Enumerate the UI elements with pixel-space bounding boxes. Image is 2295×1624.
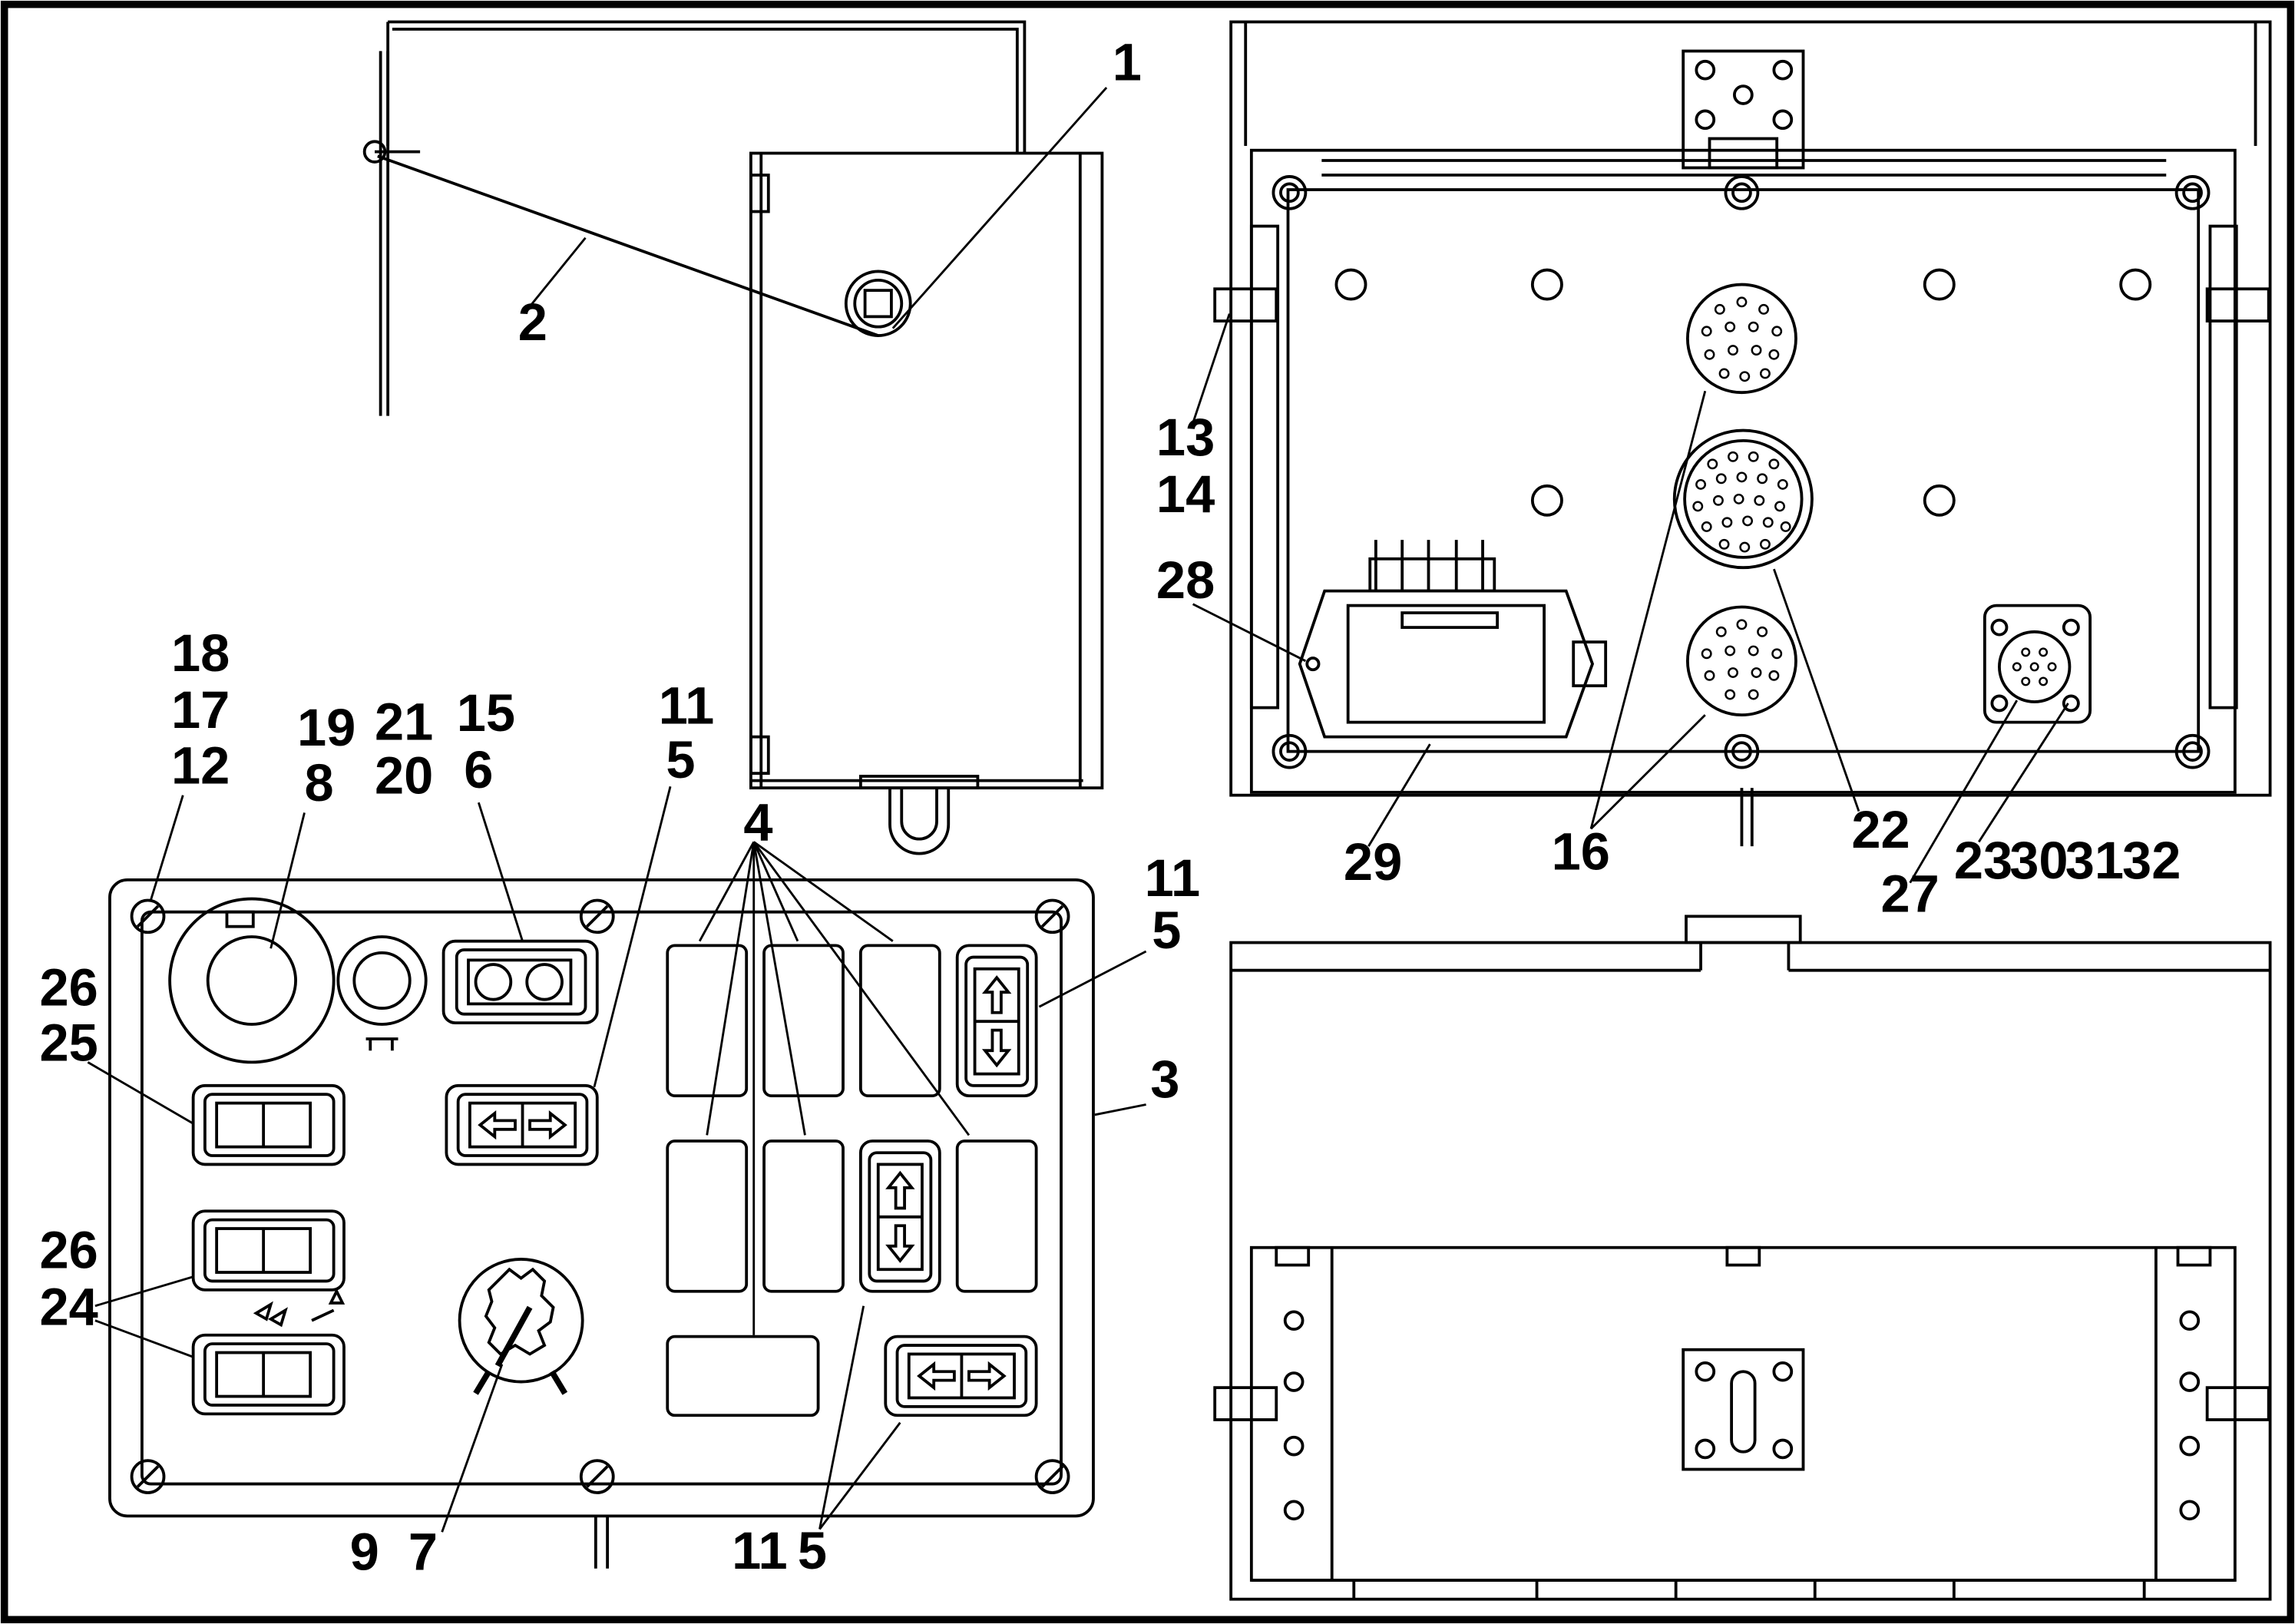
lid-view-bottom-right	[1213, 915, 2272, 1601]
callout-17: 17	[171, 680, 230, 739]
callout-24: 24	[39, 1278, 98, 1337]
callout-27: 27	[1881, 865, 1940, 924]
connector-top	[1686, 283, 1797, 395]
callout-25: 25	[39, 1014, 98, 1073]
callout-11-upper: 11	[659, 676, 715, 736]
callout-30: 30	[2009, 831, 2068, 890]
connector-bottom	[1686, 605, 1797, 717]
callout-21: 21	[375, 693, 433, 752]
callout-11-right: 11	[1145, 848, 1201, 908]
callout-12: 12	[171, 736, 230, 795]
callout-5-upper: 5	[666, 730, 695, 789]
callout-4: 4	[743, 793, 772, 852]
callout-1: 1	[1113, 33, 1142, 92]
callout-6: 6	[464, 740, 493, 799]
bolt-head	[844, 270, 912, 337]
callout-9: 9	[350, 1523, 379, 1582]
leader-lines	[87, 87, 2069, 1533]
callout-22: 22	[1851, 800, 1910, 859]
callout-16: 16	[1552, 822, 1610, 881]
callout-29: 29	[1344, 832, 1402, 891]
callout-14: 14	[1156, 465, 1215, 524]
callout-5-bottom: 5	[798, 1521, 827, 1580]
callout-13: 13	[1156, 408, 1215, 467]
callout-23: 23	[1954, 831, 2012, 890]
callout-11-bottom: 11	[732, 1521, 788, 1580]
callout-labels: 1 2 3 4 5 5 5 6 7 8 9 11 11 11 12 13 14 …	[39, 33, 2181, 1582]
callout-3: 3	[1150, 1050, 1179, 1109]
callout-8: 8	[305, 753, 334, 812]
rotary-knob	[458, 1258, 584, 1384]
connector-pins	[1692, 296, 2057, 700]
control-panel-front	[108, 878, 1095, 1569]
callout-15: 15	[457, 683, 515, 743]
callout-26-upper: 26	[39, 958, 98, 1017]
callout-26-lower: 26	[39, 1220, 98, 1279]
callout-20: 20	[375, 746, 433, 805]
callout-5-right: 5	[1152, 901, 1181, 960]
callout-31: 31	[2065, 831, 2124, 890]
callout-18: 18	[171, 623, 230, 683]
callout-2: 2	[518, 293, 547, 352]
connector-large	[1672, 428, 1814, 570]
ignition-switch	[168, 897, 336, 1064]
side-view-top-left	[362, 20, 1104, 855]
callout-28: 28	[1156, 551, 1215, 610]
callout-7: 7	[408, 1523, 438, 1582]
callout-19: 19	[297, 698, 355, 757]
callout-32: 32	[2122, 831, 2181, 890]
interior-view-top-right	[1213, 20, 2272, 847]
indicator-lamp	[336, 935, 428, 1026]
